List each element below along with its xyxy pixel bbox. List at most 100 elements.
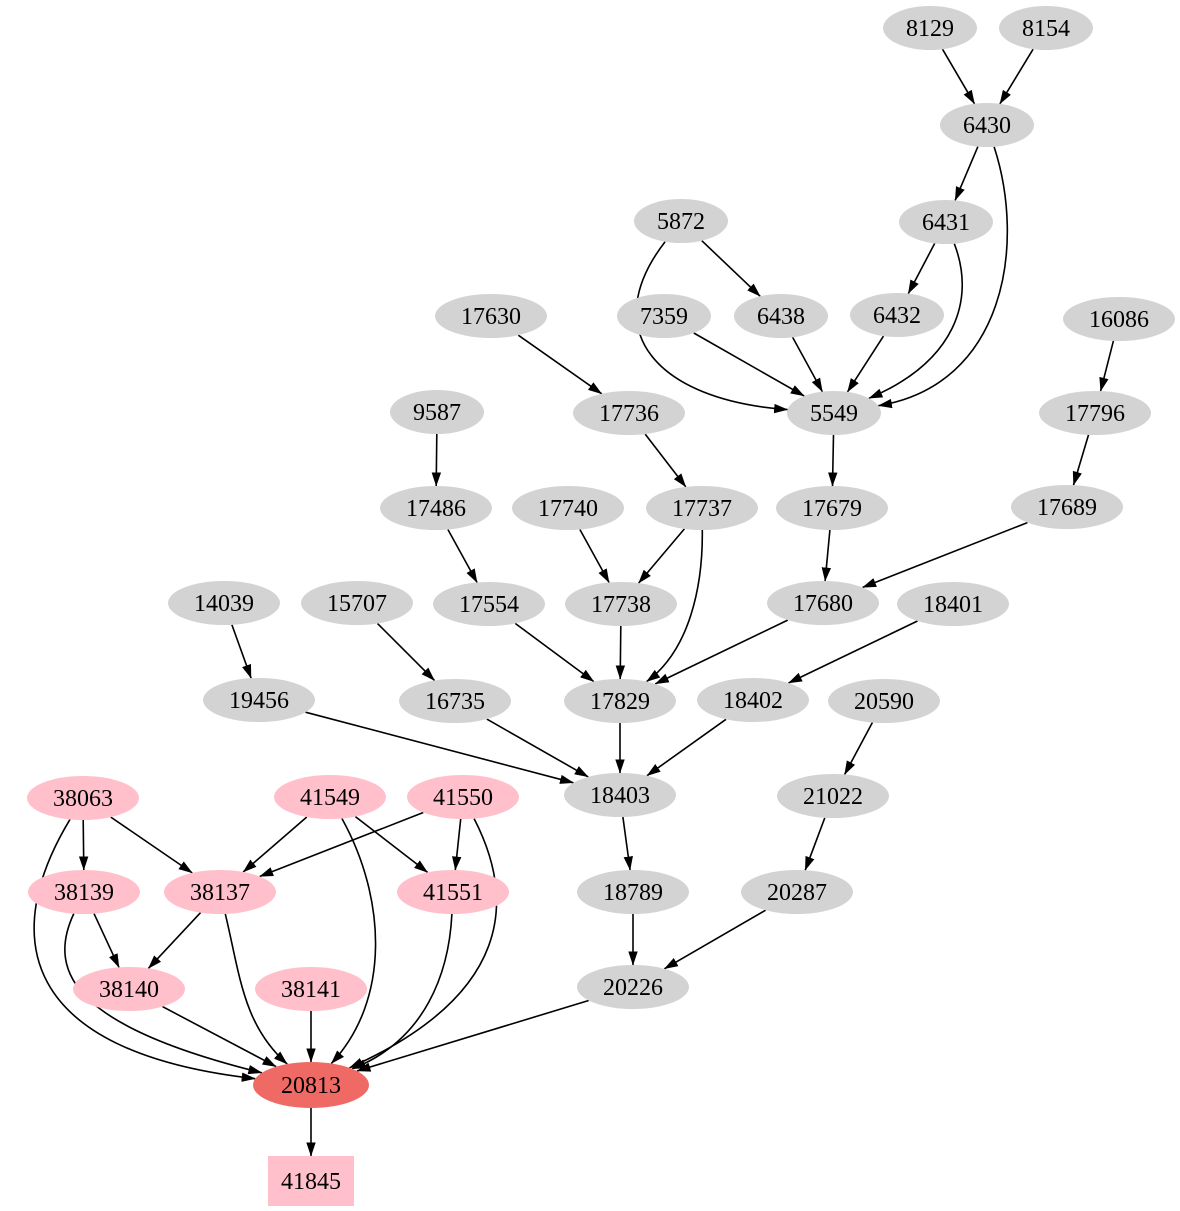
- node-8129: 8129: [883, 6, 977, 50]
- node-label-16086: 16086: [1089, 307, 1149, 333]
- node-ellipse-17486: [380, 486, 492, 530]
- node-label-5872: 5872: [657, 209, 705, 235]
- node-ellipse-17829: [564, 679, 676, 723]
- edge-7359-5549: [693, 332, 805, 397]
- node-17829: 17829: [564, 679, 676, 723]
- edge-38140-20813: [162, 1005, 277, 1068]
- node-label-20813: 20813: [281, 1073, 341, 1099]
- node-ellipse-17554: [433, 582, 545, 626]
- edge-17679-17680: [821, 529, 832, 582]
- edge-17737-17738: [637, 528, 686, 584]
- node-ellipse-5549: [787, 391, 881, 435]
- edge-6431-6432: [907, 243, 936, 295]
- node-ellipse-8154: [999, 6, 1093, 50]
- node-ellipse-17630: [435, 294, 547, 338]
- node-label-6432: 6432: [873, 303, 921, 329]
- node-ellipse-41551: [397, 870, 509, 914]
- node-5872: 5872: [634, 199, 728, 243]
- edge-9587-17486: [431, 433, 442, 487]
- edge-6430-6431: [954, 146, 979, 201]
- node-38141: 38141: [255, 967, 367, 1011]
- node-label-18789: 18789: [603, 880, 663, 906]
- node-label-41845: 41845: [281, 1169, 341, 1195]
- node-ellipse-6438: [734, 294, 828, 338]
- node-9587: 9587: [390, 390, 484, 434]
- edge-15707-16735: [376, 622, 436, 682]
- node-ellipse-20287: [741, 870, 853, 914]
- node-label-38139: 38139: [54, 880, 114, 906]
- node-14039: 14039: [168, 581, 280, 625]
- node-label-38140: 38140: [99, 977, 159, 1003]
- node-ellipse-19456: [203, 678, 315, 722]
- edge-6430-5549: [877, 146, 1009, 409]
- node-label-7359: 7359: [640, 304, 688, 330]
- node-ellipse-20813: [253, 1062, 369, 1108]
- node-20590: 20590: [828, 679, 940, 723]
- node-17679: 17679: [776, 486, 888, 530]
- node-ellipse-38140: [73, 967, 185, 1011]
- node-16086: 16086: [1063, 297, 1175, 341]
- node-6432: 6432: [850, 293, 944, 337]
- node-17796: 17796: [1039, 391, 1151, 435]
- node-ellipse-14039: [168, 581, 280, 625]
- node-17738: 17738: [565, 582, 677, 626]
- node-label-38063: 38063: [53, 786, 113, 812]
- node-label-17486: 17486: [406, 496, 466, 522]
- node-ellipse-9587: [390, 390, 484, 434]
- node-41549: 41549: [274, 775, 386, 819]
- node-label-17736: 17736: [599, 401, 659, 427]
- node-17680: 17680: [767, 581, 879, 625]
- node-label-17679: 17679: [802, 496, 862, 522]
- node-17486: 17486: [380, 486, 492, 530]
- edge-17796-17689: [1072, 434, 1090, 486]
- node-label-17689: 17689: [1037, 495, 1097, 521]
- edge-41550-38137: [259, 811, 424, 878]
- node-label-38137: 38137: [190, 880, 250, 906]
- edge-38063-38137: [110, 816, 193, 874]
- node-ellipse-38137: [164, 870, 276, 914]
- node-label-20287: 20287: [767, 880, 827, 906]
- node-label-18403: 18403: [590, 783, 650, 809]
- node-label-17829: 17829: [590, 689, 650, 715]
- edge-41549-38137: [242, 816, 308, 873]
- node-ellipse-21022: [777, 774, 889, 818]
- node-label-20226: 20226: [603, 975, 663, 1001]
- node-label-8129: 8129: [906, 16, 954, 42]
- node-41550: 41550: [407, 775, 519, 819]
- node-6438: 6438: [734, 294, 828, 338]
- edge-20226-20813: [356, 999, 589, 1072]
- node-ellipse-18401: [897, 582, 1009, 626]
- node-21022: 21022: [777, 774, 889, 818]
- edge-41551-20813: [351, 913, 453, 1070]
- node-label-14039: 14039: [194, 591, 254, 617]
- node-ellipse-17738: [565, 582, 677, 626]
- edge-16735-18403: [486, 718, 589, 778]
- node-16735: 16735: [399, 679, 511, 723]
- node-label-6438: 6438: [757, 304, 805, 330]
- node-7359: 7359: [617, 294, 711, 338]
- node-ellipse-18789: [577, 870, 689, 914]
- node-label-41549: 41549: [300, 785, 360, 811]
- node-ellipse-8129: [883, 6, 977, 50]
- edge-17737-17829: [646, 529, 704, 683]
- node-label-17554: 17554: [459, 592, 519, 618]
- node-ellipse-17737: [646, 486, 758, 530]
- node-17630: 17630: [435, 294, 547, 338]
- node-ellipse-38141: [255, 967, 367, 1011]
- node-ellipse-6432: [850, 293, 944, 337]
- node-ellipse-17740: [512, 486, 624, 530]
- node-label-9587: 9587: [413, 400, 461, 426]
- node-20226: 20226: [577, 965, 689, 1009]
- node-ellipse-17736: [573, 391, 685, 435]
- edges-layer: [33, 48, 1115, 1157]
- edge-17680-17829: [654, 619, 789, 685]
- node-label-17630: 17630: [461, 304, 521, 330]
- node-20813: 20813: [253, 1062, 369, 1108]
- node-label-19456: 19456: [229, 688, 289, 714]
- node-label-17737: 17737: [672, 496, 732, 522]
- edge-8154-6430: [999, 48, 1034, 105]
- node-ellipse-6431: [899, 200, 993, 244]
- node-41845: 41845: [268, 1156, 354, 1206]
